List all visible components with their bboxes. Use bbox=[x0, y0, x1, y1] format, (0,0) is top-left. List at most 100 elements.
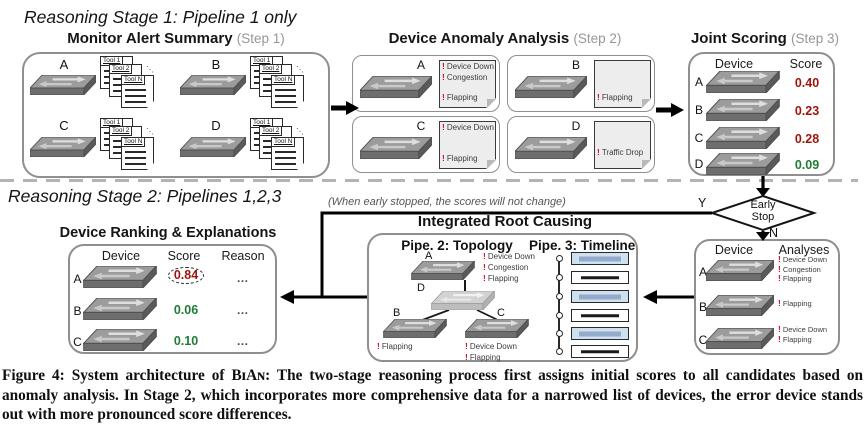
topology-anomaly-list: !Flapping bbox=[375, 341, 413, 352]
device-letter: A bbox=[59, 57, 69, 72]
anomaly-item: !Flapping bbox=[597, 92, 633, 102]
alert-icon: ! bbox=[483, 273, 486, 283]
alert-icon: ! bbox=[465, 341, 468, 351]
score-value-circled: 0.84 bbox=[160, 267, 212, 284]
timeline-node-icon bbox=[555, 330, 563, 337]
root-causing-box: Pipe. 2: Topology Pipe. 3: Timeline A !D… bbox=[367, 233, 638, 362]
timeline-bar-filled bbox=[571, 252, 629, 265]
anomaly-item: !Device Down bbox=[778, 254, 828, 264]
timeline-bar-empty bbox=[571, 309, 629, 322]
alert-icon: ! bbox=[597, 147, 600, 157]
root-causing-heading: Integrated Root Causing bbox=[417, 213, 593, 230]
column-header-reason: Reason bbox=[221, 249, 265, 263]
timeline-node-icon bbox=[555, 293, 563, 300]
anomaly-note: !Flapping bbox=[594, 60, 651, 108]
topology-anomaly-list: !Device Down !Flapping bbox=[463, 341, 517, 363]
anomaly-note: !Device Down !Flapping bbox=[439, 121, 496, 169]
anomaly-item: !Traffic Drop bbox=[597, 147, 644, 157]
tool-doc-label: Tool N bbox=[121, 137, 146, 147]
anomaly-item: !Congestion bbox=[778, 263, 821, 274]
anomaly-item: !Device Down bbox=[442, 122, 494, 132]
monitor-heading: Monitor Alert Summary (Step 1) bbox=[36, 30, 316, 47]
anomaly-step-label: (Step 2) bbox=[573, 31, 622, 46]
stage-divider bbox=[0, 179, 858, 182]
anomaly-item: !Flapping bbox=[778, 298, 812, 308]
analyses-item-list: !Device Down !Congestion !Flapping bbox=[776, 254, 828, 284]
timeline-bar-filled bbox=[571, 290, 629, 303]
alert-icon: ! bbox=[778, 324, 781, 334]
device-letter: D bbox=[211, 118, 221, 133]
score-value: 0.06 bbox=[173, 303, 199, 317]
switch-icon bbox=[30, 75, 96, 95]
tool-doc: Tool N bbox=[271, 75, 304, 108]
anomaly-box-c: C !Device Down !Flapping bbox=[352, 116, 500, 173]
tool-doc-label: Tool 2 bbox=[109, 126, 133, 136]
topology-anomaly-list: !Device Down !Congestion !Flapping bbox=[481, 251, 535, 284]
switch-icon bbox=[465, 319, 529, 338]
switch-icon bbox=[706, 295, 774, 316]
alert-icon: ! bbox=[442, 72, 445, 82]
early-stop-label: Early Stop bbox=[750, 199, 776, 223]
anomaly-item: !Flapping bbox=[778, 333, 812, 344]
timeline-node-icon bbox=[555, 312, 563, 319]
switch-icon bbox=[706, 99, 780, 121]
anomaly-item: !Flapping bbox=[778, 273, 812, 283]
column-header-analyses: Analyses bbox=[778, 243, 830, 257]
alert-icon: ! bbox=[778, 273, 781, 283]
alert-icon: ! bbox=[483, 251, 486, 261]
tool-doc-label: Tool 2 bbox=[109, 64, 133, 74]
device-letter: D bbox=[571, 119, 581, 133]
analyses-box: Device Analyses A !Device Down !Congesti… bbox=[694, 239, 840, 355]
topology-node-label: D bbox=[417, 282, 425, 294]
column-header-device: Device bbox=[101, 249, 141, 263]
switch-icon bbox=[515, 137, 587, 159]
anomaly-item: !Congestion bbox=[483, 262, 529, 272]
switch-icon bbox=[706, 328, 774, 349]
anomaly-item: !Device Down bbox=[442, 61, 494, 71]
ellipsis-dots: ⋱ bbox=[296, 65, 304, 74]
switch-icon bbox=[83, 329, 157, 351]
switch-icon bbox=[30, 137, 96, 157]
switch-icon bbox=[83, 266, 157, 288]
column-header-device: Device bbox=[714, 57, 754, 71]
alert-icon: ! bbox=[442, 122, 445, 132]
score-value: 0.23 bbox=[794, 104, 820, 118]
switch-icon bbox=[706, 153, 780, 175]
anomaly-item: !Device Down bbox=[778, 324, 828, 334]
switch-icon bbox=[383, 319, 447, 338]
ranking-box: Device Score Reason A 0.84 … B 0.06 … C … bbox=[68, 244, 277, 354]
monitor-box: A Tool 1 Tool 2 ⋱ Tool N B Tool 1 Tool 2… bbox=[22, 52, 330, 178]
device-letter: B bbox=[698, 300, 707, 314]
analyses-item-list: !Flapping bbox=[776, 298, 812, 309]
timeline-axis bbox=[558, 256, 560, 353]
monitor-title: Monitor Alert Summary bbox=[67, 30, 233, 47]
switch-icon bbox=[706, 71, 780, 93]
alert-icon: ! bbox=[778, 298, 781, 308]
anomaly-item: !Flapping bbox=[442, 153, 478, 163]
scoring-title: Joint Scoring bbox=[690, 30, 787, 47]
column-header-score: Score bbox=[789, 57, 823, 71]
scoring-heading: Joint Scoring (Step 3) bbox=[660, 30, 865, 47]
alert-icon: ! bbox=[483, 262, 486, 272]
tool-doc-stack: Tool 1 Tool 2 ⋱ Tool N bbox=[100, 56, 156, 112]
column-header-device: Device bbox=[714, 243, 754, 257]
timeline-bar-empty bbox=[571, 271, 629, 284]
anomaly-box-d: D !Traffic Drop bbox=[507, 116, 655, 173]
alert-icon: ! bbox=[778, 263, 781, 274]
early-stop-note: (When early stopped, the scores will not… bbox=[328, 196, 566, 208]
device-letter: A bbox=[416, 58, 425, 72]
tool-doc: Tool N bbox=[271, 137, 304, 170]
tool-doc: Tool N bbox=[121, 137, 154, 170]
anomaly-box-a: A !Device Down !Congestion !Flapping bbox=[352, 55, 500, 112]
anomaly-box-b: B !Flapping bbox=[507, 55, 655, 112]
score-value: 0.10 bbox=[173, 334, 199, 348]
tool-doc-label: Tool N bbox=[271, 75, 296, 85]
anomaly-note: !Traffic Drop bbox=[594, 121, 651, 169]
ellipsis-dots: ⋱ bbox=[146, 65, 154, 74]
anomaly-item: !Flapping bbox=[465, 352, 501, 362]
anomaly-heading: Device Anomaly Analysis (Step 2) bbox=[365, 30, 645, 47]
ranking-heading: Device Ranking & Explanations bbox=[59, 225, 277, 241]
topology-node-label: B bbox=[393, 307, 401, 319]
switch-icon bbox=[360, 137, 432, 159]
